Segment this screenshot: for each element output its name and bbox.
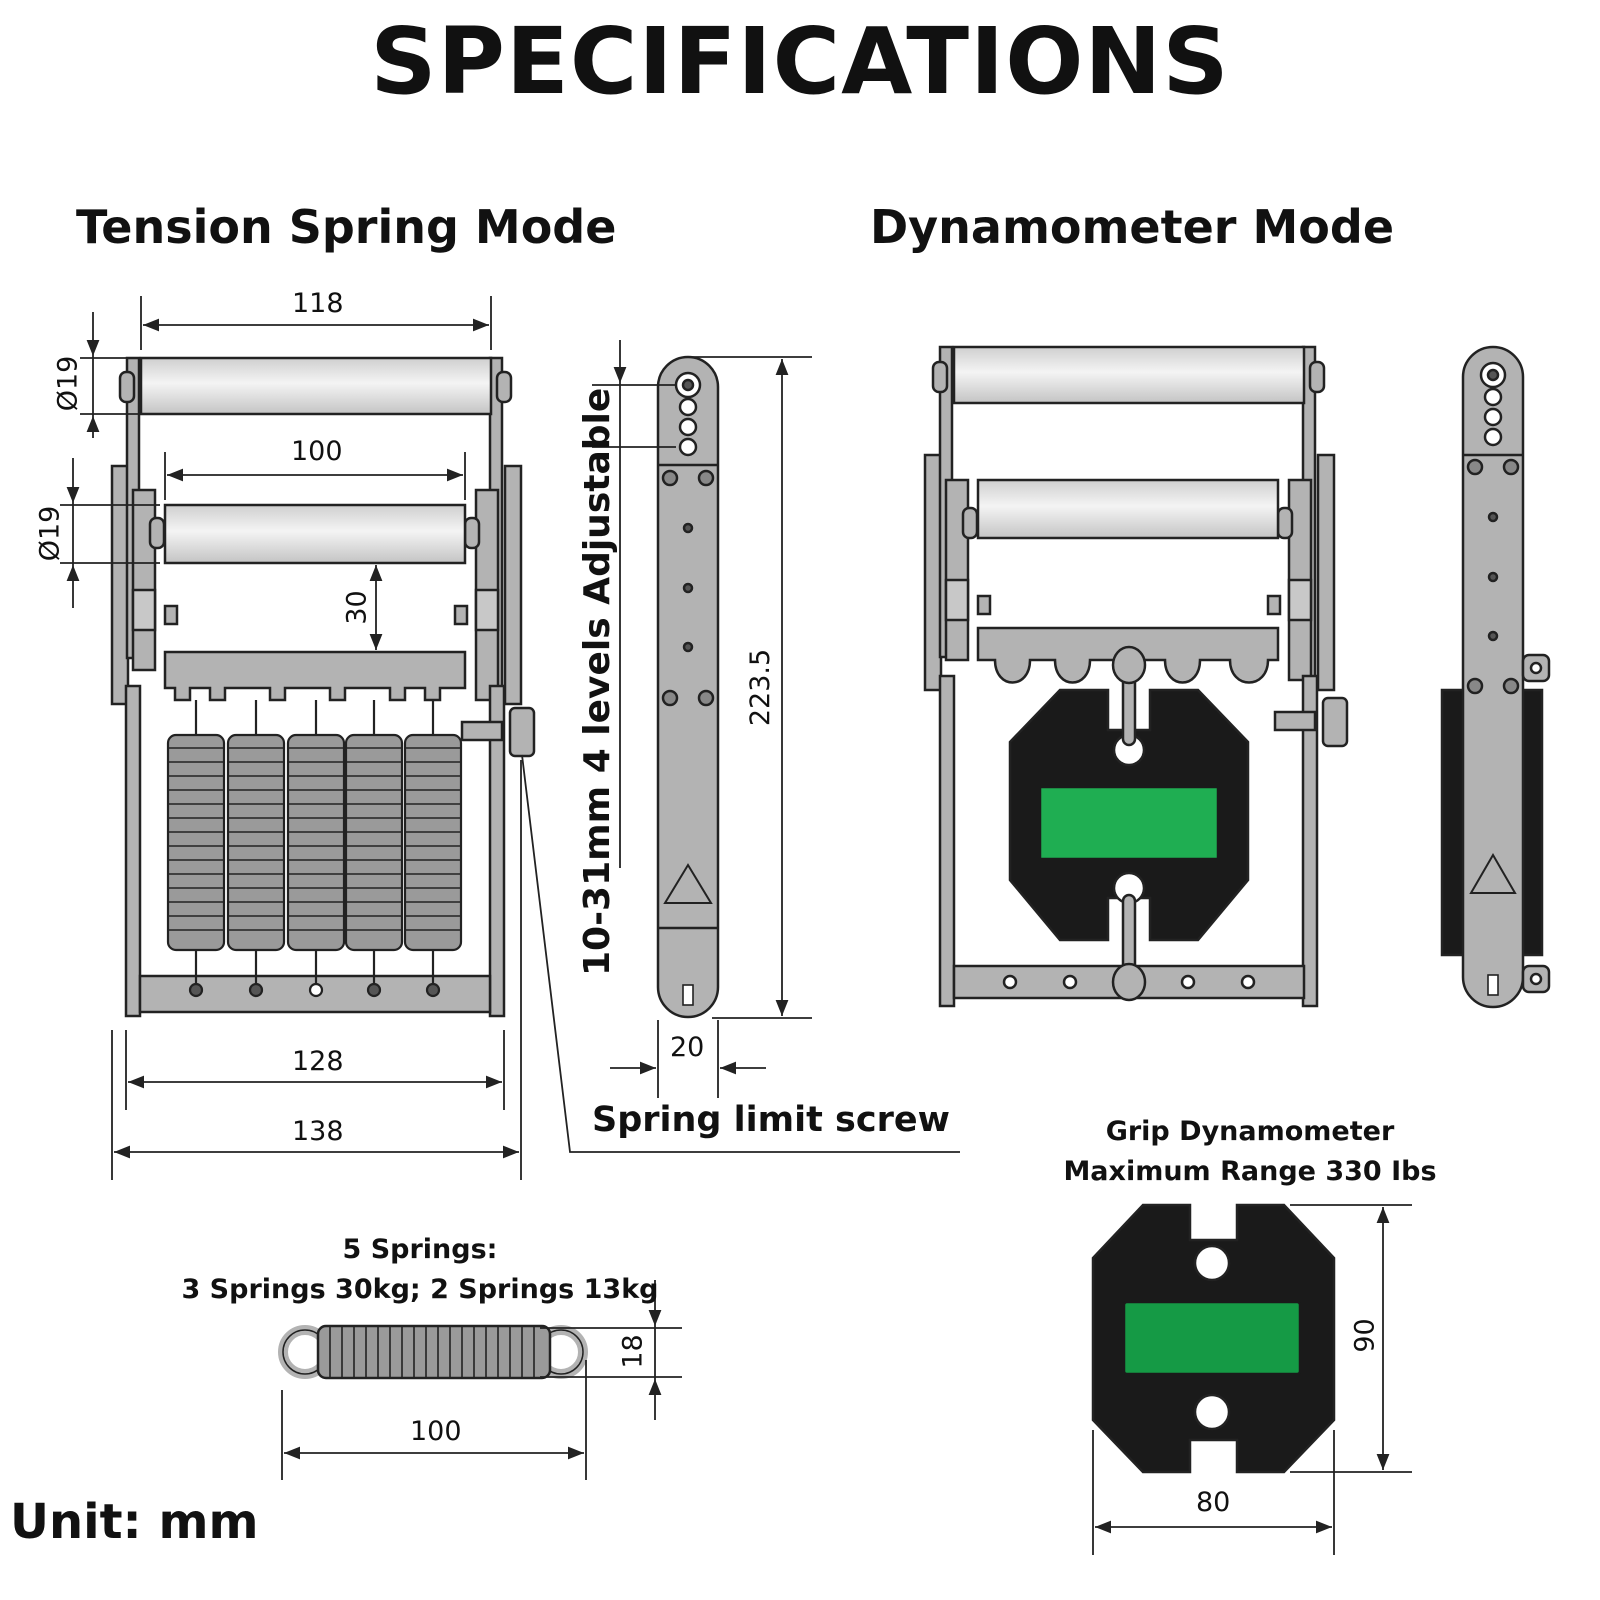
dim-spring-diameter: 18 [617, 1334, 649, 1369]
springs-label-line2: 3 Springs 30kg; 2 Springs 13kg [181, 1274, 659, 1305]
dim-top-handle-diameter: Ø19 [52, 355, 84, 412]
spring-1 [166, 700, 226, 998]
dim-dyno-width: 80 [1196, 1487, 1231, 1518]
dim-top-handle-width: 118 [292, 288, 344, 319]
spring-4 [344, 700, 404, 998]
adjustable-label-wrapper: 10-31mm 4 levels Adjustable [577, 388, 625, 976]
adjustable-label: 10-31mm 4 levels Adjustable [577, 387, 618, 976]
unit-label: Unit: mm [10, 1494, 259, 1550]
dynamometer-dimension-lines [1092, 1204, 1412, 1555]
dynamometer-label-line1: Grip Dynamometer [1105, 1116, 1395, 1147]
dim-dyno-height: 90 [1349, 1318, 1381, 1353]
dynamometer-mode-heading: Dynamometer Mode [870, 200, 1395, 254]
single-spring-dimension-lines [281, 1280, 682, 1480]
standalone-dynamometer-drawing [1091, 1203, 1336, 1474]
spring-coils [168, 747, 461, 931]
dim-inner-handle-diameter: Ø19 [34, 505, 66, 562]
single-spring-drawing [278, 1324, 588, 1380]
dynamometer-device-front [1008, 645, 1250, 1002]
spring-2 [226, 700, 286, 998]
dim-handle-gap: 30 [341, 590, 373, 625]
dynamometer-front-view [923, 345, 1349, 1008]
single-spring-coils [329, 1326, 535, 1378]
spring-limit-screw-label: Spring limit screw [592, 1100, 950, 1140]
tension-front-view [110, 356, 536, 1018]
dynamometer-label-line2: Maximum Range 330 Ibs [1063, 1156, 1437, 1187]
springs-label-line1: 5 Springs: [342, 1234, 498, 1265]
tension-spring-mode-heading: Tension Spring Mode [76, 200, 617, 254]
tension-dimension-lines [60, 296, 960, 1180]
tension-side-view [656, 355, 720, 1019]
spring-5 [403, 700, 463, 998]
dim-inner-handle-width: 100 [291, 436, 343, 467]
page-title: SPECIFICATIONS [370, 8, 1230, 115]
tension-springs [166, 700, 463, 998]
dim-frame-outer-width: 138 [292, 1116, 344, 1147]
dim-spring-length: 100 [410, 1416, 462, 1447]
dim-side-height: 223.5 [745, 648, 777, 727]
side-dimension-lines [592, 340, 812, 1098]
dim-frame-inner-width: 128 [292, 1046, 344, 1077]
spring-3 [286, 700, 346, 998]
dynamometer-side-view [1440, 345, 1551, 1009]
dim-side-width: 20 [670, 1032, 705, 1063]
